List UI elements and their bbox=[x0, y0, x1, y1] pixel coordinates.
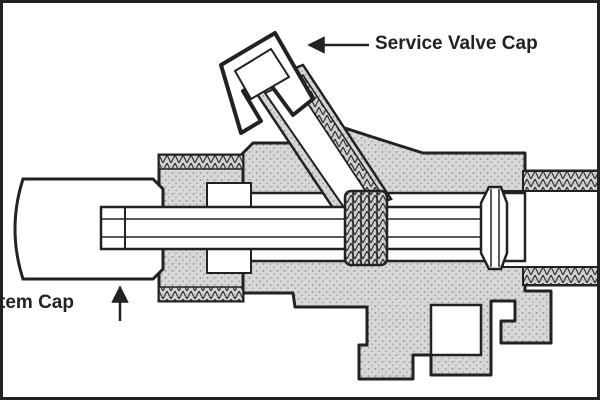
valve-stem bbox=[99, 189, 485, 267]
valve-disc bbox=[479, 185, 509, 271]
stem-cap bbox=[13, 177, 165, 281]
service-valve-cap-label: Service Valve Cap bbox=[375, 33, 538, 54]
valve-drawing bbox=[13, 31, 597, 381]
stem-cap-label: tem Cap bbox=[0, 292, 74, 313]
service-valve-cap bbox=[219, 31, 315, 135]
